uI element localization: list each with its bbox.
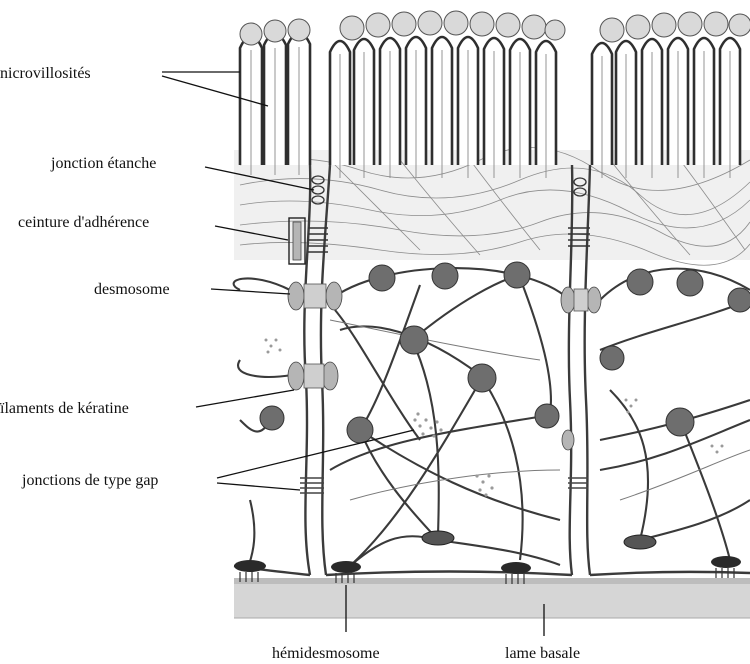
microvilli-middle-cell [330,11,565,165]
label-basal-lamina: lame basale [505,645,580,662]
hemidesmosomes [234,531,741,584]
label-tight-junction: jonction étanche [50,155,156,172]
label-gap-junctions: jonctions de type gap [21,472,158,489]
label-adherens-belt: ceinture d'adhérence [18,214,149,231]
microvilli-right-cell [592,12,750,165]
label-hemidesmosome: hémidesmosome [272,645,380,662]
label-keratin-filaments: ïlaments de kératine [0,400,129,417]
basal-lamina [234,578,750,618]
label-desmosome: desmosome [94,281,170,298]
terminal-web [234,148,750,266]
label-microvilli: nicrovillosités [0,65,91,82]
